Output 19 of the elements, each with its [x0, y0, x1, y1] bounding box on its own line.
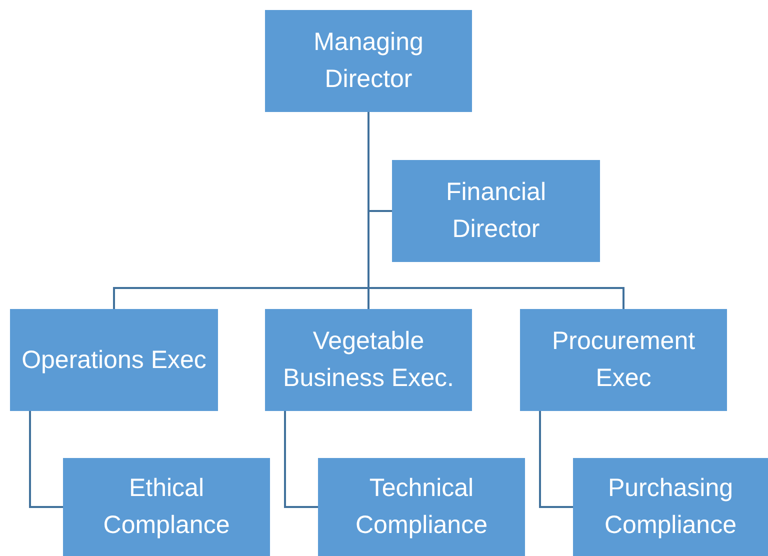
connector-line	[284, 411, 318, 508]
role-box	[392, 160, 600, 262]
role-title: Procurement Exec	[550, 326, 696, 394]
role-box	[265, 10, 472, 112]
role-box	[265, 309, 472, 411]
role-box	[318, 458, 525, 556]
role-title: Purchasing Compliance	[603, 473, 738, 541]
role-title: Financial Director	[444, 177, 548, 245]
role-box	[63, 458, 270, 556]
role-title: Technical Compliance	[354, 473, 488, 541]
role-box	[520, 309, 727, 411]
connector-line	[539, 411, 573, 508]
role-box	[10, 309, 218, 411]
role-box	[573, 458, 768, 556]
role-title: Vegetable Business Exec.	[282, 326, 455, 394]
role-title: Operations Exec	[20, 344, 208, 376]
role-title: Managing Director	[312, 27, 424, 95]
connector-line	[29, 411, 63, 508]
role-title: Ethical Complance	[102, 473, 231, 541]
